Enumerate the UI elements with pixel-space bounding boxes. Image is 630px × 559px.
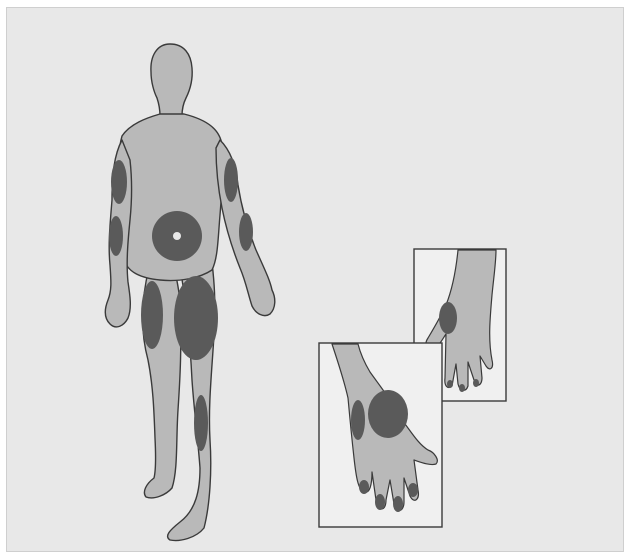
fingertip-2 xyxy=(375,494,385,510)
site-thigh-left xyxy=(141,281,163,349)
site-upper-arm-left-back xyxy=(111,160,127,204)
fingertip-4 xyxy=(408,483,418,497)
site-palm-side xyxy=(351,400,365,440)
site-forearm-right xyxy=(239,213,253,251)
nail-back-2 xyxy=(459,384,465,392)
site-thigh-right xyxy=(174,276,218,360)
fingertip-1 xyxy=(359,480,369,494)
nail-back-3 xyxy=(473,379,479,387)
site-upper-arm-right-back xyxy=(224,158,238,202)
hand-palm-inset xyxy=(319,343,442,527)
site-forearm-left xyxy=(109,216,123,256)
head xyxy=(151,44,192,116)
site-shin-right xyxy=(194,395,208,451)
navel xyxy=(173,232,181,240)
nail-back-1 xyxy=(447,380,453,388)
fingertip-3 xyxy=(393,496,403,512)
site-hand-back xyxy=(439,302,457,334)
site-palm-large xyxy=(368,390,408,438)
